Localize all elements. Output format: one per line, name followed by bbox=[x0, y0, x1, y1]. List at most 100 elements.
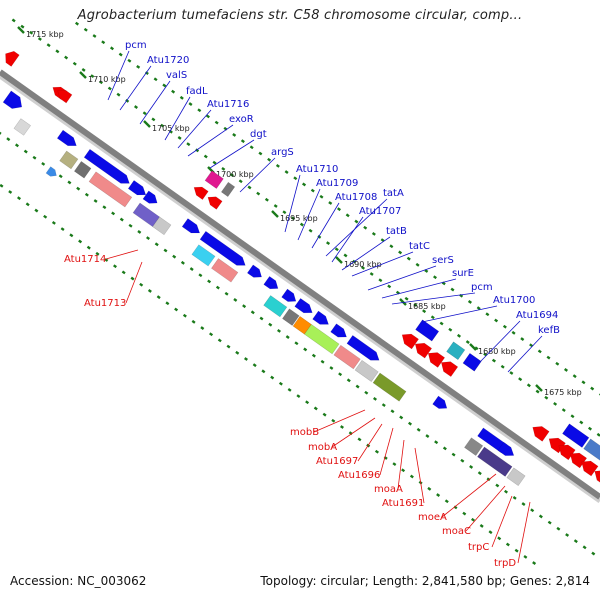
ring-tick bbox=[160, 123, 165, 128]
reverse-leader-line bbox=[465, 485, 506, 532]
ring-tick bbox=[378, 278, 383, 283]
forward-gene-box bbox=[304, 324, 340, 355]
forward-leader-line bbox=[331, 216, 364, 263]
ring-tick bbox=[25, 202, 30, 207]
ring-tick bbox=[544, 395, 549, 400]
forward-leader-line bbox=[297, 188, 321, 241]
forward-gene-label: dgt bbox=[250, 129, 267, 140]
reverse-gene-box bbox=[204, 170, 224, 189]
kbp-tick bbox=[17, 26, 25, 34]
ring-tick bbox=[224, 291, 229, 296]
ring-tick bbox=[355, 384, 360, 389]
ring-tick bbox=[336, 207, 342, 212]
ring-tick bbox=[502, 324, 507, 329]
ring-tick bbox=[439, 321, 444, 326]
ring-tick bbox=[130, 276, 135, 281]
ring-tick bbox=[93, 199, 98, 203]
ring-tick bbox=[317, 235, 322, 239]
ring-tick bbox=[69, 233, 74, 238]
forward-gene-box bbox=[464, 437, 484, 456]
ring-tick bbox=[395, 290, 400, 295]
ring-tick bbox=[299, 222, 304, 227]
reverse-gene-arrow bbox=[558, 444, 576, 461]
reverse-leader-line bbox=[414, 447, 425, 504]
ring-tick bbox=[340, 425, 344, 429]
ring-tick bbox=[532, 561, 537, 565]
ring-tick bbox=[392, 462, 397, 466]
forward-gene-box bbox=[211, 258, 239, 283]
ring-tick bbox=[320, 359, 325, 364]
forward-gene-arrow bbox=[294, 297, 313, 314]
ring-tick bbox=[76, 186, 81, 191]
ring-tick bbox=[572, 374, 577, 379]
ring-tick bbox=[363, 225, 368, 230]
ring-tick bbox=[277, 329, 281, 333]
reverse-gene-arrow bbox=[207, 196, 223, 210]
ring-tick bbox=[570, 414, 575, 419]
ring-tick bbox=[8, 190, 13, 194]
kbp-label: 1685 kbp bbox=[408, 302, 446, 311]
ring-tick bbox=[0, 183, 4, 188]
ring-tick bbox=[293, 176, 298, 181]
ring-tick bbox=[579, 420, 584, 425]
ring-tick bbox=[217, 338, 222, 343]
ring-tick bbox=[535, 389, 540, 394]
forward-gene-label: Atu1716 bbox=[207, 99, 249, 110]
ring-tick bbox=[273, 204, 278, 208]
ring-tick bbox=[235, 350, 240, 355]
gene-labels: pcmAtu1720valSfadLAtu1716exoRdgtargSAtu1… bbox=[64, 40, 560, 569]
ring-tick bbox=[537, 349, 542, 354]
forward-leader-line bbox=[209, 139, 255, 169]
reverse-leader-line bbox=[105, 249, 139, 260]
ring-tick bbox=[121, 270, 126, 275]
genome-summary-text: Topology: circular; Length: 2,841,580 bp… bbox=[260, 574, 590, 588]
ring-tick bbox=[310, 188, 315, 193]
forward-gene-arrow bbox=[56, 129, 77, 147]
ring-tick bbox=[256, 191, 261, 196]
ring-tick bbox=[268, 322, 273, 327]
kbp-tick bbox=[143, 120, 151, 128]
ring-tick bbox=[182, 313, 187, 318]
ring-tick bbox=[521, 502, 526, 506]
ring-tick bbox=[203, 154, 208, 159]
ring-tick bbox=[479, 524, 484, 528]
forward-leader-line bbox=[381, 278, 457, 299]
ring-tick bbox=[512, 496, 517, 500]
forward-gene-label: tatB bbox=[386, 226, 407, 237]
ring-tick bbox=[390, 409, 395, 414]
ring-tick bbox=[191, 319, 196, 324]
ring-tick bbox=[180, 260, 185, 265]
forward-leader-line bbox=[311, 202, 340, 249]
ring-tick bbox=[206, 114, 210, 119]
ring-tick bbox=[590, 386, 595, 391]
ring-tick bbox=[84, 192, 89, 197]
ring-tick bbox=[415, 262, 420, 267]
ring-tick bbox=[329, 366, 334, 370]
ring-tick bbox=[346, 378, 351, 383]
ring-tick bbox=[67, 180, 72, 185]
ring-tick bbox=[565, 533, 570, 537]
forward-gene-box bbox=[132, 202, 160, 228]
forward-gene-arrow bbox=[497, 441, 515, 456]
forward-gene-label: pcm bbox=[125, 40, 147, 51]
ring-tick bbox=[587, 426, 593, 431]
ring-tick bbox=[381, 403, 386, 407]
ring-tick bbox=[165, 301, 170, 306]
ring-tick bbox=[294, 341, 299, 346]
forward-gene-box bbox=[191, 244, 216, 267]
ring-tick bbox=[357, 437, 362, 442]
forward-gene-box bbox=[506, 467, 526, 487]
forward-gene-label: exoR bbox=[229, 114, 254, 125]
kbp-tick bbox=[535, 384, 543, 392]
ring-tick bbox=[334, 247, 339, 252]
ring-tick bbox=[147, 289, 152, 293]
ring-tick bbox=[364, 390, 369, 395]
forward-gene-box bbox=[477, 446, 513, 477]
ring-tick bbox=[553, 402, 558, 406]
kbp-label: 1690 kbp bbox=[344, 260, 382, 269]
ring-tick bbox=[497, 536, 502, 541]
accession-text: Accession: NC_003062 bbox=[10, 574, 147, 588]
ring-tick bbox=[354, 219, 359, 224]
ring-tick bbox=[11, 18, 16, 23]
leader-lines bbox=[105, 50, 543, 564]
